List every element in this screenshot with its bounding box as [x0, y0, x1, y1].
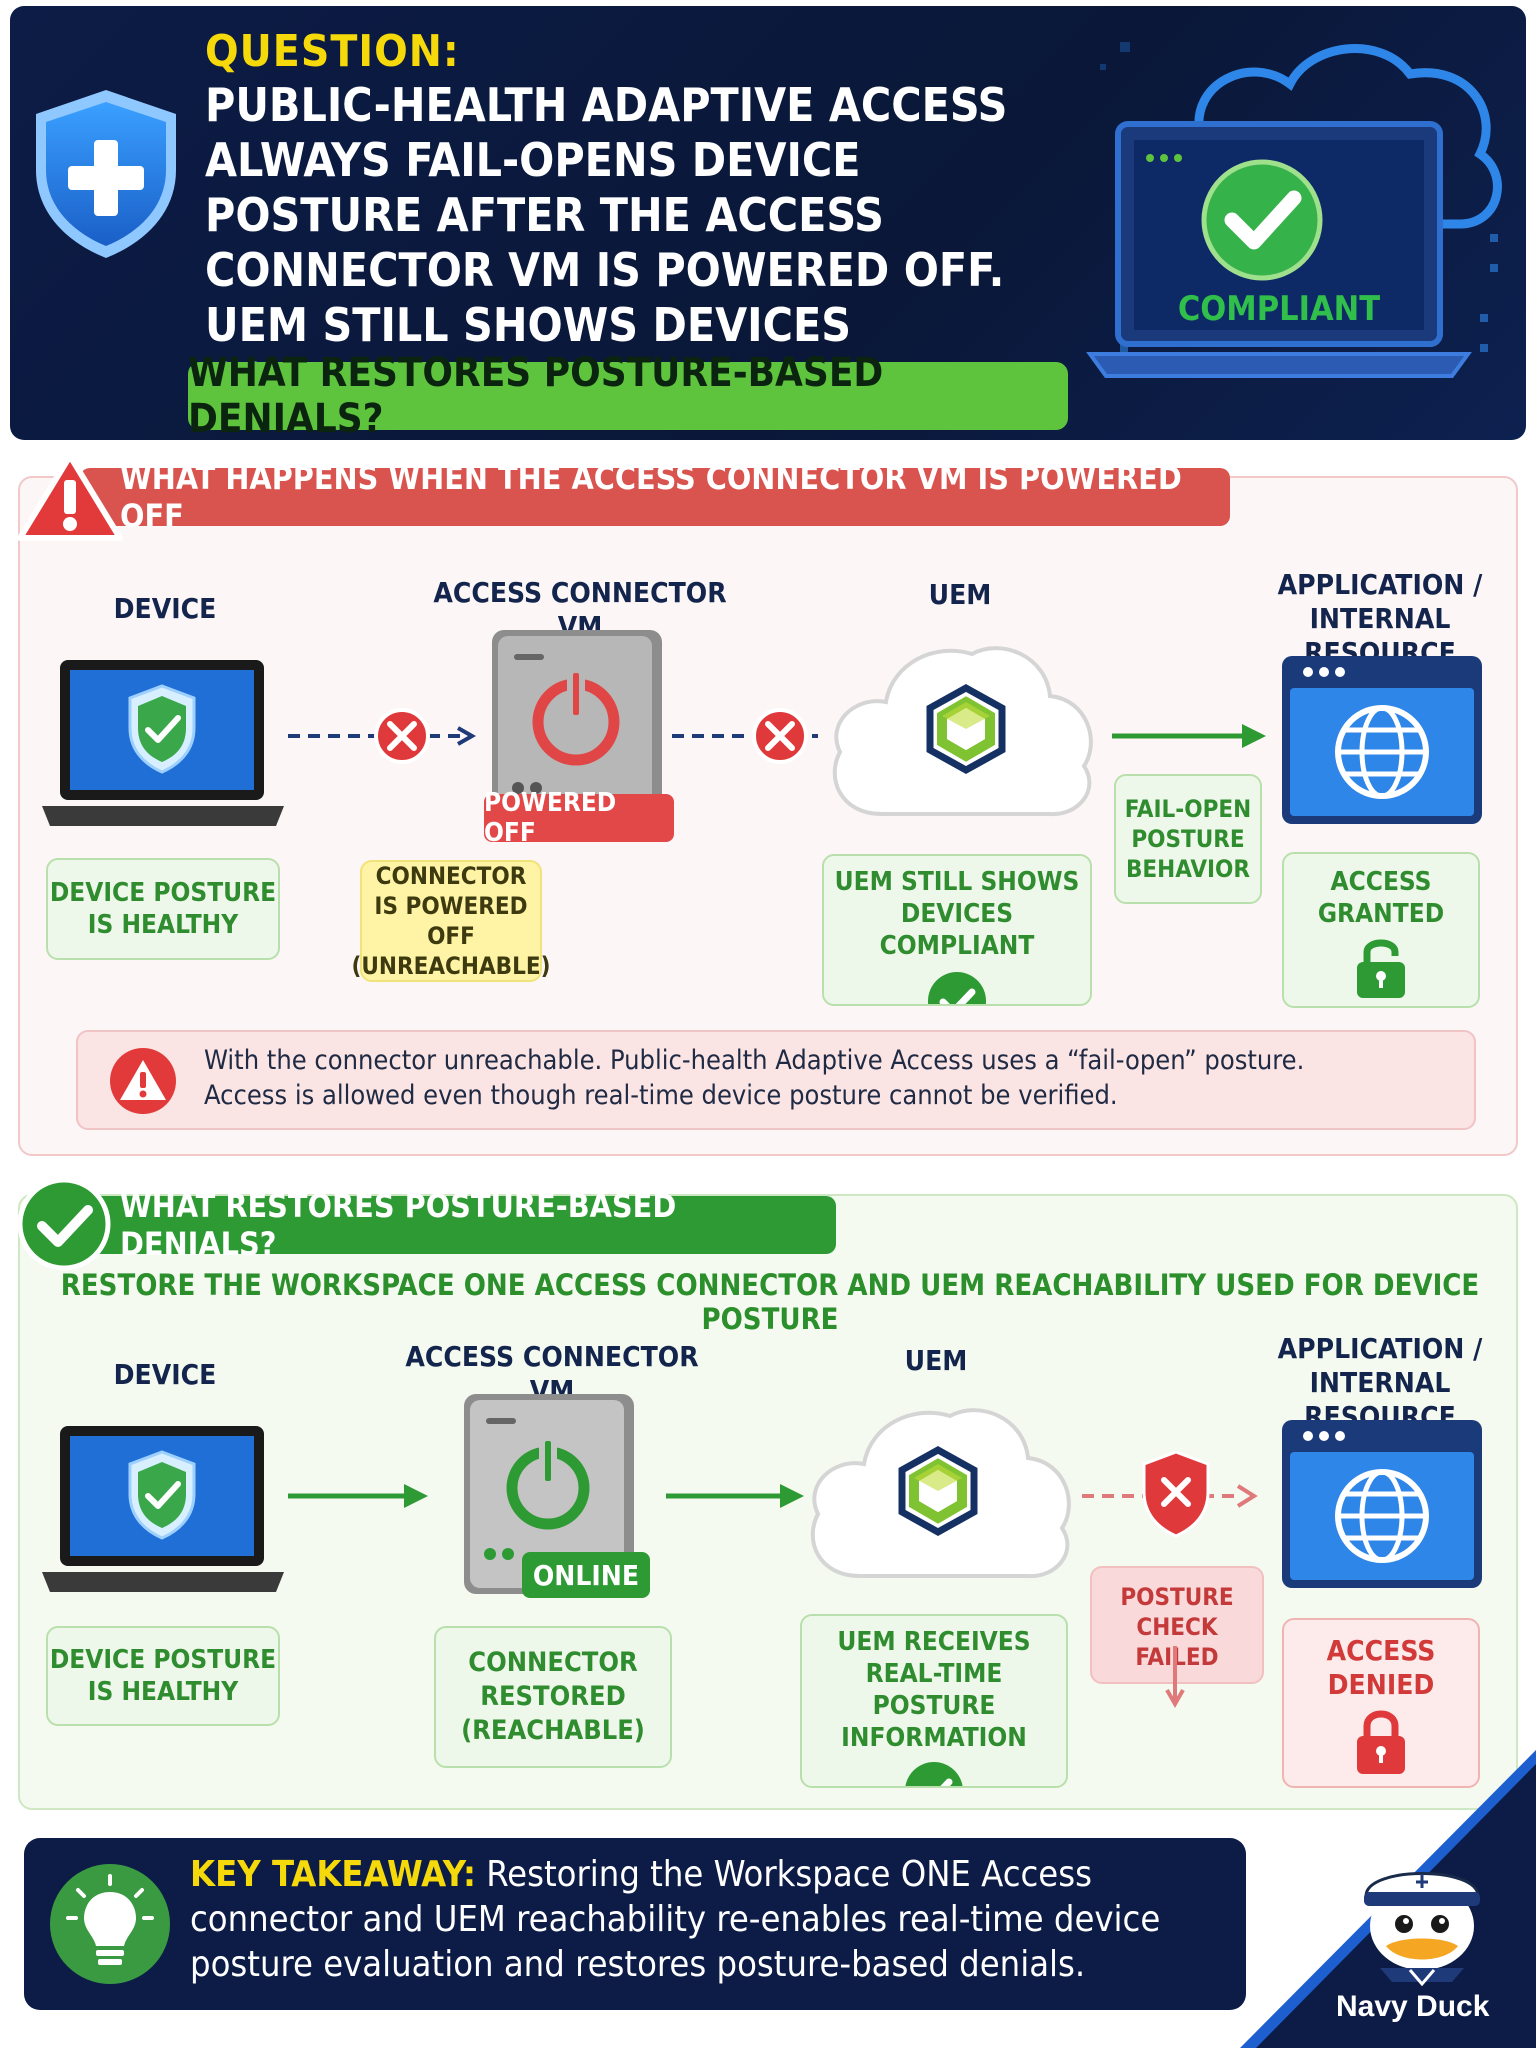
- s2-uem-box-line2: REAL-TIME POSTURE: [865, 1659, 1003, 1721]
- question-prompt-banner: WHAT RESTORES POSTURE-BASED DENIALS?: [188, 350, 1068, 442]
- s2-arrow-device-connector: [288, 1484, 428, 1508]
- s2-device-laptop-icon: [42, 1426, 284, 1592]
- s1-device-box-line1: DEVICE POSTURE: [49, 878, 277, 908]
- s1-connector-box-line3: (UNREACHABLE): [351, 952, 551, 980]
- note-line1: With the connector unreachable. Public-h…: [204, 1045, 1305, 1076]
- s2-uem-check-icon: [905, 1762, 963, 1786]
- s2-access-denied-box: ACCESS DENIED: [1282, 1618, 1480, 1788]
- s1-uem-box-line2: DEVICES COMPLIANT: [879, 899, 1035, 961]
- s1-device-posture-box: DEVICE POSTURE IS HEALTHY: [46, 858, 280, 960]
- key-takeaway-text: KEY TAKEAWAY: Restoring the Workspace ON…: [190, 1852, 1230, 1987]
- s1-connector-vm-off-icon: [492, 630, 662, 830]
- s1-connector-box-line1: CONNECTOR: [375, 862, 527, 890]
- s2-connector-status-box: CONNECTOR RESTORED (REACHABLE): [434, 1626, 672, 1768]
- s1-uem-check-icon: [928, 972, 986, 1004]
- shield-plus-icon: [36, 90, 176, 258]
- question-label: QUESTION:: [205, 26, 460, 77]
- s1-uem-box-line1: UEM STILL SHOWS: [834, 867, 1080, 897]
- key-takeaway-panel: [24, 1838, 1246, 2010]
- section2-subtitle: RESTORE THE WORKSPACE ONE ACCESS CONNECT…: [60, 1268, 1480, 1336]
- s1-blocked-arrow-1: [288, 708, 477, 764]
- s1-failopen-line2: POSTURE: [1131, 825, 1245, 853]
- section1-title: WHAT HAPPENS WHEN THE ACCESS CONNECTOR V…: [80, 459, 1230, 535]
- key-takeaway-label: KEY TAKEAWAY:: [190, 1854, 477, 1895]
- s1-col-connector: ACCESS CONNECTOR VM: [433, 576, 727, 643]
- key-takeaway-body: Restoring the Workspace ONE Access conne…: [190, 1854, 1161, 1985]
- s2-connector-box-line3: (REACHABLE): [461, 1715, 645, 1746]
- s2-connector-box-line2: RESTORED: [480, 1681, 626, 1712]
- s2-col-app-line1: APPLICATION /: [1277, 1332, 1483, 1365]
- s2-connector-vm-online-icon: [464, 1394, 634, 1594]
- s2-check-line1: POSTURE CHECK: [1120, 1583, 1234, 1641]
- s1-device-box-line2: IS HEALTHY: [87, 910, 239, 940]
- s1-failopen-line3: BEHAVIOR: [1125, 855, 1251, 883]
- s2-denied-arrow: [1082, 1450, 1258, 1538]
- fail-open-note: [76, 1030, 1476, 1130]
- s2-locked-padlock-icon: [1357, 1710, 1405, 1774]
- s1-connector-box-line2: IS POWERED OFF: [374, 892, 528, 950]
- check-circle-icon: [17, 1177, 111, 1271]
- s1-uem-status-box: UEM STILL SHOWS DEVICES COMPLIANT: [822, 854, 1092, 1006]
- s2-col-uem: UEM: [904, 1344, 968, 1377]
- s2-uem-box-line3: INFORMATION: [841, 1723, 1027, 1753]
- s1-access-granted-box: ACCESS GRANTED: [1282, 852, 1480, 1008]
- s2-uem-status-box: UEM RECEIVES REAL-TIME POSTURE INFORMATI…: [800, 1614, 1068, 1788]
- s1-fail-open-box: FAIL-OPEN POSTURE BEHAVIOR: [1114, 774, 1262, 904]
- note-line2: Access is allowed even though real-time …: [204, 1080, 1118, 1111]
- s1-col-app-line1: APPLICATION /: [1277, 568, 1483, 601]
- s2-arrow-connector-uem: [666, 1484, 804, 1508]
- s1-blocked-arrow-2: [672, 708, 818, 764]
- s1-failopen-line1: FAIL-OPEN: [1124, 795, 1252, 823]
- s2-device-posture-box: DEVICE POSTURE IS HEALTHY: [46, 1626, 280, 1726]
- compliant-screen-label: COMPLIANT: [1178, 289, 1380, 329]
- s2-uem-cloud-icon: [810, 1408, 1071, 1579]
- section2-title: WHAT RESTORES POSTURE-BASED DENIALS?: [80, 1187, 836, 1263]
- note-text: With the connector unreachable. Public-h…: [204, 1043, 1444, 1113]
- s2-connector-box-line1: CONNECTOR: [468, 1647, 638, 1678]
- s1-access-line2: GRANTED: [1317, 899, 1445, 929]
- brand-name: Navy Duck: [1336, 1990, 1490, 2023]
- brand-corner: [1240, 1750, 1536, 2048]
- lightbulb-icon: [50, 1864, 170, 1984]
- s1-open-arrow: [1112, 724, 1266, 748]
- s2-device-box-line1: DEVICE POSTURE: [49, 1645, 277, 1675]
- question-text: PUBLIC-HEALTH ADAPTIVE ACCESS ALWAYS FAI…: [205, 78, 1008, 407]
- s2-online-badge: ONLINE: [522, 1552, 650, 1598]
- warning-triangle-icon: [17, 453, 123, 541]
- compliant-laptop-illustration: COMPLIANT: [1086, 42, 1502, 378]
- s1-powered-off-badge: POWERED OFF: [484, 788, 674, 848]
- s2-access-line2: DENIED: [1327, 1668, 1435, 1701]
- s1-unlocked-padlock-icon: [1357, 939, 1405, 998]
- s2-uem-box-line1: UEM RECEIVES: [837, 1627, 1031, 1657]
- s2-device-box-line2: IS HEALTHY: [87, 1677, 239, 1707]
- s1-device-laptop-icon: [42, 660, 284, 826]
- s1-access-line1: ACCESS: [1330, 867, 1432, 897]
- s2-access-line1: ACCESS: [1326, 1634, 1436, 1667]
- s1-uem-cloud-icon: [832, 646, 1093, 817]
- s1-connector-status-box: CONNECTOR IS POWERED OFF (UNREACHABLE): [351, 860, 551, 982]
- note-warning-icon: [110, 1048, 176, 1114]
- s2-col-device: DEVICE: [113, 1358, 217, 1391]
- s1-col-device: DEVICE: [113, 592, 217, 625]
- s1-application-window-icon: [1282, 656, 1482, 824]
- s1-col-uem: UEM: [928, 578, 992, 611]
- s2-down-arrow-icon: [1165, 1646, 1185, 1709]
- s2-application-window-icon: [1282, 1420, 1482, 1588]
